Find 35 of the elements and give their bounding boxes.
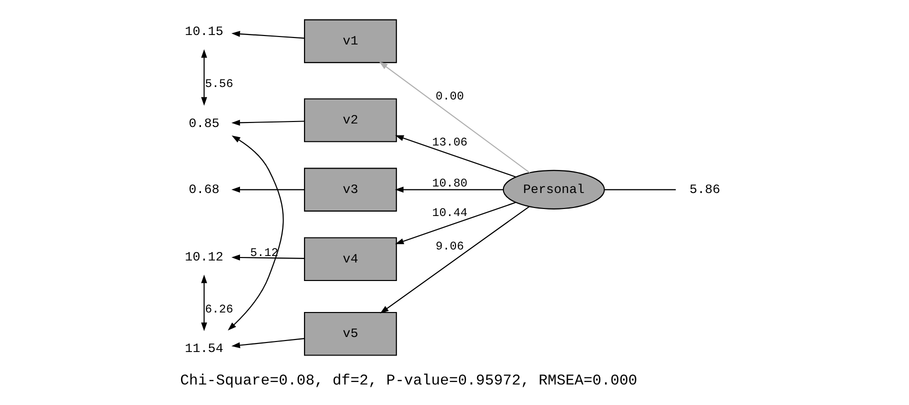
arrow [201, 274, 208, 332]
connector [604, 189, 676, 190]
arrow [231, 338, 304, 348]
node-box: v5 [304, 312, 397, 356]
arrow [379, 62, 530, 174]
node-box: v3 [304, 168, 397, 212]
edge-label: 6.26 [204, 302, 234, 317]
caption: Chi-Square=0.08, df=2, P-value=0.95972, RMSEA=0.000 [180, 373, 638, 390]
node-ellipse: Personal [502, 170, 605, 210]
node-text: 5.86 [690, 182, 720, 197]
edge-label: 0.00 [436, 90, 464, 104]
arrow [231, 186, 304, 193]
node-text: 10.12 [184, 249, 224, 264]
arrow [231, 120, 304, 126]
node-box: v2 [304, 98, 397, 142]
arrow [228, 136, 284, 330]
arrow [380, 206, 530, 314]
node-box: v1 [304, 19, 397, 64]
edge-label: 9.06 [436, 239, 464, 254]
node-box: v4 [304, 237, 397, 282]
arrow [394, 186, 504, 193]
arrow [231, 30, 304, 39]
edge-label: 5.56 [204, 77, 234, 92]
arrow [395, 202, 516, 244]
node-text: 11.54 [184, 341, 224, 356]
node-text: 0.85 [188, 116, 220, 131]
node-text: 10.15 [184, 24, 224, 39]
arrow [231, 254, 304, 260]
arrow [395, 135, 516, 178]
edge-label: 10.80 [432, 176, 468, 190]
edge-label: 13.06 [432, 136, 468, 150]
node-text: 0.68 [188, 182, 220, 197]
edge-label: 5.12 [250, 246, 278, 260]
edge-label: 10.44 [432, 206, 468, 220]
arrow [201, 49, 208, 106]
